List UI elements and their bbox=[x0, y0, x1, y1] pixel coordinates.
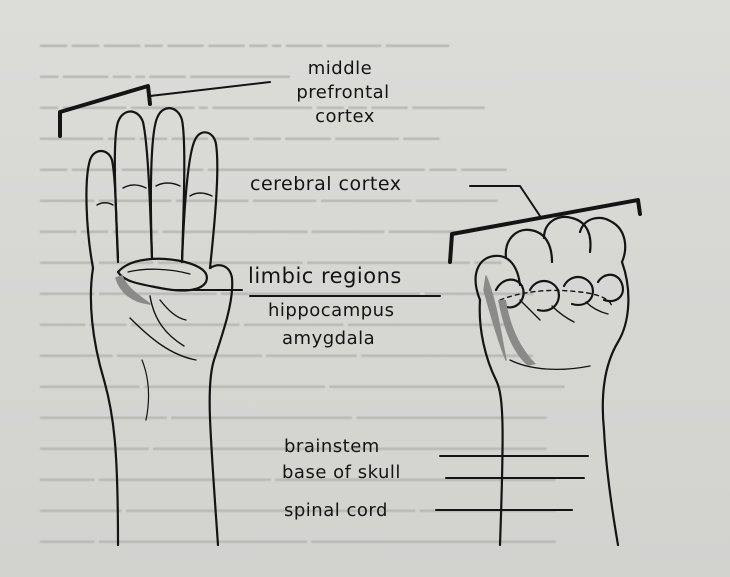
cerebral-cortex-bracket bbox=[450, 186, 640, 262]
open-hand-drawing bbox=[86, 108, 232, 545]
label-cerebral-cortex: cerebral cortex bbox=[250, 173, 401, 195]
label-brainstem: brainstem bbox=[284, 436, 380, 457]
label-middle: middle bbox=[300, 58, 380, 79]
label-spinal-cord: spinal cord bbox=[284, 500, 388, 521]
fist-hand-drawing bbox=[476, 217, 629, 545]
label-limbic-regions: limbic regions bbox=[248, 264, 402, 288]
label-base-of-skull: base of skull bbox=[282, 462, 401, 483]
label-amygdala: amygdala bbox=[282, 328, 375, 349]
label-hippocampus: hippocampus bbox=[268, 300, 394, 321]
label-cortex: cortex bbox=[300, 106, 390, 127]
label-prefrontal: prefrontal bbox=[278, 82, 408, 103]
limbic-shading-left bbox=[116, 276, 150, 304]
